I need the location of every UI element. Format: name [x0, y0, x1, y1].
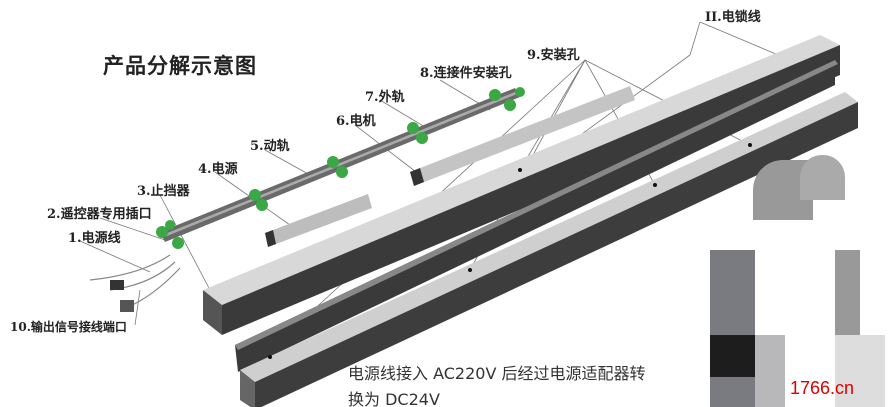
- rollers: [156, 87, 525, 249]
- label-mounting-hole: 9.安装孔: [527, 48, 580, 63]
- signal-connector: [120, 300, 134, 312]
- mounting-holes: [268, 143, 752, 359]
- label-remote-port: 2.遥控器专用插口: [47, 207, 152, 222]
- motor: [410, 86, 635, 186]
- bottom-rail-top: [240, 92, 858, 382]
- cover-panel-edge: [235, 60, 838, 350]
- blur-block: [710, 377, 755, 407]
- outer-rail-side: [222, 45, 840, 335]
- power-supply-end: [265, 230, 276, 247]
- outer-rail-end: [203, 290, 222, 335]
- label-lock-wire: II.电锁线: [705, 10, 761, 25]
- label-power: 4.电源: [198, 162, 238, 177]
- label-power-cord: 1.电源线: [68, 231, 121, 246]
- blur-block: [800, 155, 845, 200]
- blur-block: [755, 335, 785, 407]
- plug-connector: [110, 280, 124, 290]
- bottom-rail-side: [255, 102, 858, 407]
- power-supply-box: [265, 194, 372, 247]
- cover-panel: [235, 60, 835, 372]
- blur-block: [835, 335, 885, 407]
- label-moving-rail: 5.动轨: [250, 139, 290, 154]
- diagram-title: 产品分解示意图: [103, 54, 257, 78]
- motor-end: [410, 168, 424, 186]
- caption-line-2: 换为 DC24V: [348, 390, 440, 407]
- bottom-rail-end: [240, 370, 255, 407]
- blur-block: [835, 250, 860, 335]
- moving-rail-groove: [160, 92, 517, 238]
- label-motor: 6.电机: [336, 114, 376, 129]
- caption-line-1: 电源线接入 AC220V 后经过电源适配器转: [348, 364, 646, 383]
- label-signal-port: 10.输出信号接线端口: [10, 320, 127, 334]
- label-outer-rail: 7.外轨: [365, 90, 405, 105]
- blur-block: [710, 250, 755, 335]
- watermark: 1766.cn: [790, 378, 855, 398]
- blur-block: [710, 335, 755, 377]
- label-stopper: 3.止挡器: [137, 184, 190, 199]
- label-connector-hole: 8.连接件安装孔: [420, 66, 512, 81]
